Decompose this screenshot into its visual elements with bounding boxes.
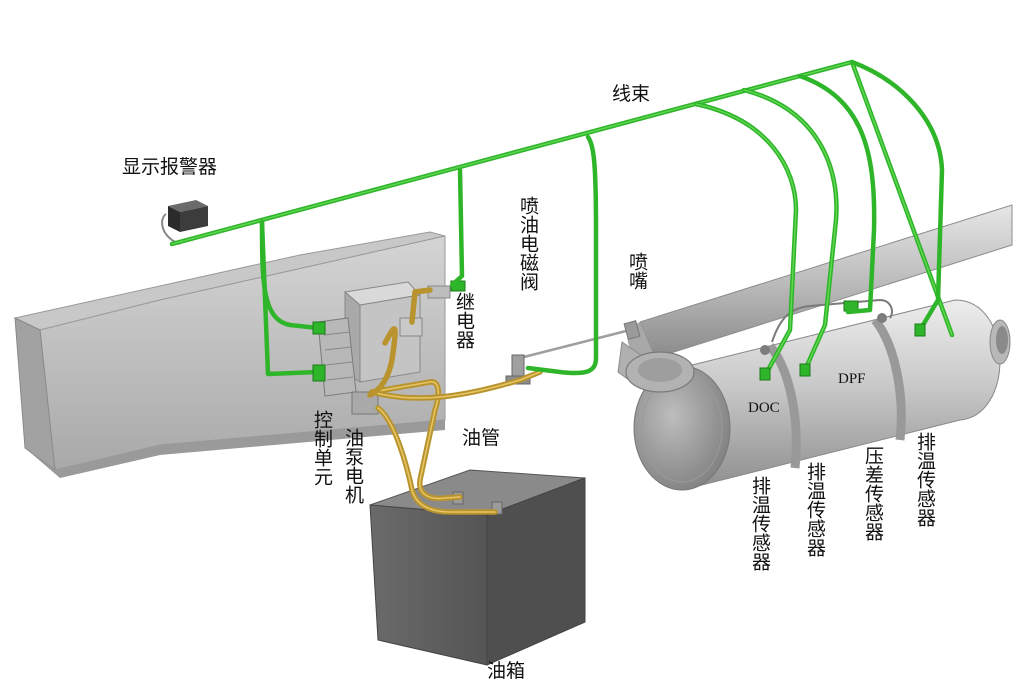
- labels: 显示报警器 线束 喷油电磁阀 喷嘴 继电器 控制单元 油泵电机 油管 油箱 DO…: [122, 83, 936, 682]
- control-unit-block: [317, 280, 466, 415]
- label-temp-sensor-3: 排温传感器: [914, 432, 936, 527]
- label-temp-sensor-2: 排温传感器: [804, 462, 826, 557]
- label-control-unit: 控制单元: [311, 410, 333, 486]
- label-nozzle: 喷嘴: [626, 252, 648, 290]
- label-oil-tank: 油箱: [487, 660, 525, 682]
- label-harness: 线束: [612, 83, 650, 105]
- nozzle-tube: [519, 320, 641, 360]
- label-temp-sensor-1: 排温传感器: [749, 476, 771, 571]
- label-display-alarm: 显示报警器: [122, 156, 217, 178]
- label-relay: 继电器: [453, 292, 475, 349]
- label-diff-pressure-sensor: 压差传感器: [862, 446, 884, 541]
- label-oil-pipe: 油管: [462, 427, 500, 449]
- label-dpf: DPF: [838, 371, 866, 387]
- oil-tank: [369, 469, 586, 666]
- display-alarm-box: [161, 200, 208, 245]
- doc-dpf-canister: [625, 298, 1011, 491]
- label-pump-motor: 油泵电机: [342, 428, 364, 504]
- oil-pipes: [367, 287, 543, 515]
- wiring-harness: [169, 59, 955, 382]
- label-injector-valve: 喷油电磁阀: [517, 196, 539, 292]
- label-doc: DOC: [748, 400, 780, 416]
- frame-rail: [13, 231, 446, 478]
